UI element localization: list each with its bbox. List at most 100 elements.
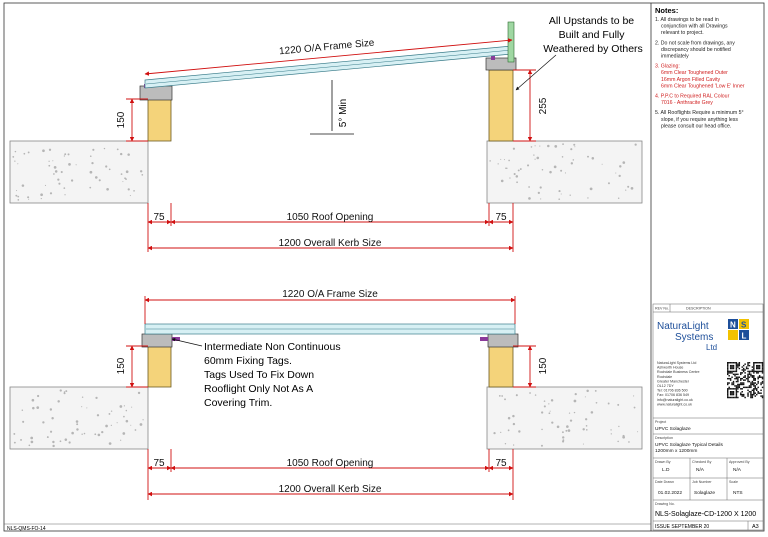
qr-module bbox=[741, 388, 743, 390]
address-line: Fax: 01706 836 549 bbox=[657, 393, 689, 397]
qr-module bbox=[734, 373, 736, 376]
concrete-speck bbox=[103, 147, 106, 150]
qr-module bbox=[727, 383, 729, 386]
concrete-speck bbox=[607, 182, 610, 185]
qr-module bbox=[754, 395, 756, 397]
approved-by-label: Approved By bbox=[729, 460, 750, 464]
qr-module bbox=[737, 385, 739, 387]
qr-module bbox=[753, 393, 755, 396]
description-label: Description bbox=[655, 436, 673, 440]
concrete-speck bbox=[512, 147, 516, 150]
qr-module bbox=[757, 376, 759, 378]
roof-opening-label: 1050 Roof Opening bbox=[287, 212, 374, 223]
qr-module bbox=[757, 391, 759, 393]
concrete-speck bbox=[76, 423, 79, 426]
qr-module bbox=[754, 392, 756, 394]
address-line: Ashworth House bbox=[657, 366, 683, 370]
upstand-note-leader bbox=[515, 54, 557, 91]
qr-module bbox=[741, 369, 743, 371]
concrete-speck bbox=[526, 164, 530, 167]
concrete-speck bbox=[59, 440, 62, 443]
qr-module bbox=[750, 375, 752, 377]
notes-list: 1. All drawings to be read inconjunction… bbox=[655, 17, 745, 129]
concrete-speck bbox=[554, 145, 558, 148]
concrete-speck bbox=[12, 155, 15, 158]
qr-module bbox=[756, 366, 758, 368]
qr-module bbox=[751, 393, 754, 396]
concrete-speck bbox=[512, 422, 516, 426]
concrete-speck bbox=[106, 187, 109, 191]
qr-module bbox=[761, 364, 764, 367]
qr-module bbox=[728, 382, 730, 384]
concrete-speck bbox=[27, 151, 30, 154]
qr-module bbox=[734, 370, 736, 373]
qr-module bbox=[741, 377, 743, 380]
qr-module bbox=[735, 386, 738, 389]
qr-module bbox=[753, 370, 755, 373]
scale-value: NTS bbox=[733, 490, 743, 496]
qr-module bbox=[756, 370, 758, 373]
qr-module bbox=[753, 375, 755, 377]
qr-module bbox=[735, 380, 738, 383]
concrete-speck bbox=[27, 196, 30, 199]
qr-module bbox=[761, 370, 764, 373]
notes-panel: Notes: 1. All drawings to be read inconj… bbox=[655, 6, 745, 129]
concrete-speck bbox=[92, 148, 95, 151]
concrete-speck bbox=[493, 432, 496, 435]
kerb-left bbox=[147, 98, 172, 142]
note-2-line: immediately bbox=[661, 54, 689, 60]
concrete-speck bbox=[30, 436, 34, 440]
qr-module bbox=[732, 388, 735, 390]
concrete-speck bbox=[68, 441, 71, 444]
qr-module bbox=[729, 367, 732, 370]
qr-module bbox=[754, 370, 756, 373]
qr-module bbox=[757, 367, 759, 370]
concrete-speck bbox=[537, 191, 540, 194]
concrete-speck bbox=[130, 424, 132, 426]
qr-module bbox=[753, 363, 755, 365]
concrete-speck bbox=[637, 431, 639, 433]
concrete-speck bbox=[108, 442, 112, 445]
qr-module bbox=[757, 382, 759, 384]
qr-module bbox=[747, 395, 749, 397]
qr-module bbox=[727, 395, 729, 397]
concrete-speck bbox=[500, 431, 502, 434]
concrete-speck bbox=[137, 391, 141, 395]
qr-module bbox=[727, 363, 729, 365]
concrete-speck bbox=[562, 439, 565, 441]
upstand-end-right bbox=[507, 21, 515, 63]
concrete-speck bbox=[536, 156, 540, 160]
qr-module bbox=[728, 372, 730, 374]
qr-module bbox=[756, 388, 758, 390]
qr-module bbox=[744, 379, 746, 381]
note-3-line: 16mm Argon Filled Cavity bbox=[661, 77, 721, 83]
qr-module bbox=[757, 366, 759, 368]
concrete-speck bbox=[68, 163, 71, 166]
qr-module bbox=[728, 377, 730, 380]
qr-module bbox=[741, 395, 743, 397]
concrete-speck bbox=[570, 162, 574, 165]
qr-module bbox=[728, 375, 730, 377]
qr-module bbox=[729, 377, 732, 380]
concrete-speck bbox=[610, 429, 612, 431]
qr-module bbox=[740, 393, 742, 396]
concrete-speck bbox=[534, 158, 536, 160]
concrete-speck bbox=[127, 153, 130, 156]
qr-module bbox=[753, 362, 755, 364]
concrete-speck bbox=[573, 143, 576, 146]
concrete-speck bbox=[509, 177, 511, 179]
concrete-speck bbox=[516, 181, 518, 184]
qr-module bbox=[758, 366, 761, 368]
concrete-speck bbox=[513, 172, 516, 176]
qr-module bbox=[729, 372, 732, 374]
note-5-line: 5. All Rooflights Require a minimum 5° bbox=[655, 110, 744, 116]
qr-module bbox=[727, 372, 729, 374]
concrete-speck bbox=[489, 160, 491, 162]
concrete-speck bbox=[519, 168, 522, 170]
qr-module bbox=[734, 385, 736, 387]
concrete-speck bbox=[63, 391, 66, 393]
concrete-slab-left bbox=[9, 140, 149, 204]
concrete-speck bbox=[601, 163, 603, 165]
qr-module bbox=[753, 376, 755, 378]
qr-module bbox=[753, 383, 755, 386]
